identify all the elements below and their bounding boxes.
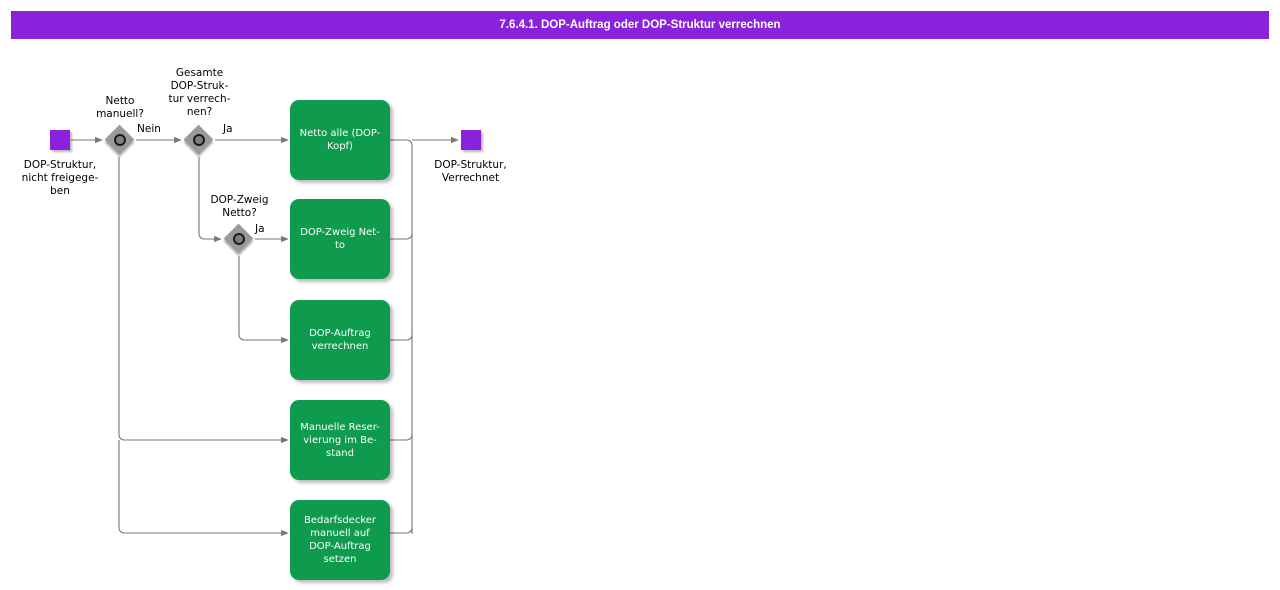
- edge-merge-spine: [390, 139, 413, 534]
- edge-label-nein: Nein: [137, 123, 161, 135]
- start-node[interactable]: [50, 130, 70, 150]
- page-title: 7.6.4.1. DOP-Auftrag oder DOP-Struktur v…: [499, 19, 781, 31]
- decision-hub-icon: [233, 233, 245, 245]
- activity-label: DOP-Auftrag verrechnen: [309, 328, 371, 352]
- title-bar: 7.6.4.1. DOP-Auftrag oder DOP-Struktur v…: [11, 11, 1269, 39]
- edge-label-ja-zweig: Ja: [255, 223, 265, 235]
- decision-hub-icon: [193, 134, 205, 146]
- decision-hub-icon: [114, 134, 126, 146]
- decision-dop-zweig-netto[interactable]: [223, 223, 254, 254]
- edge-d3-to-a3: [238, 256, 289, 344]
- activity-bedarfsdecker-setzen[interactable]: Bedarfsdecker manuell auf DOP-Auftrag se…: [290, 500, 390, 580]
- activity-label: Bedarfsdecker manuell auf DOP-Auftrag se…: [303, 515, 377, 565]
- activity-netto-alle-dop-kopf[interactable]: Netto alle (DOP- Kopf): [290, 100, 390, 180]
- edge-label-ja-gesamte: Ja: [223, 123, 233, 135]
- decision-dop-zweig-netto-caption: DOP-Zweig Netto?: [210, 194, 269, 219]
- end-node[interactable]: [461, 130, 481, 150]
- decision-netto-manuell-caption: Netto manuell?: [96, 95, 144, 120]
- decision-gesamte-dop-struktur[interactable]: [183, 124, 214, 155]
- end-node-caption: DOP-Struktur, Verrechnet: [434, 159, 507, 184]
- edge-d1-to-a5: [118, 440, 289, 537]
- edge-a2-to-spine: [390, 232, 413, 240]
- decision-gesamte-dop-struktur-caption: Gesamte DOP-Struk- tur verrech- nen?: [168, 67, 231, 118]
- activity-dop-auftrag-verrechnen[interactable]: DOP-Auftrag verrechnen: [290, 300, 390, 380]
- edge-a3-to-spine: [390, 333, 413, 341]
- edge-a4-to-spine: [390, 433, 413, 441]
- edge-a5-to-spine: [390, 526, 413, 534]
- decision-netto-manuell[interactable]: [104, 124, 135, 155]
- activity-dop-zweig-netto[interactable]: DOP-Zweig Net- to: [290, 199, 390, 279]
- activity-label: DOP-Zweig Net- to: [300, 227, 380, 251]
- activity-label: Manuelle Reser- vierung im Be- stand: [300, 421, 380, 459]
- activity-manuelle-reservierung[interactable]: Manuelle Reser- vierung im Be- stand: [290, 400, 390, 480]
- start-node-caption: DOP-Struktur, nicht freigege- ben: [21, 159, 99, 197]
- activity-label: Netto alle (DOP- Kopf): [299, 128, 381, 152]
